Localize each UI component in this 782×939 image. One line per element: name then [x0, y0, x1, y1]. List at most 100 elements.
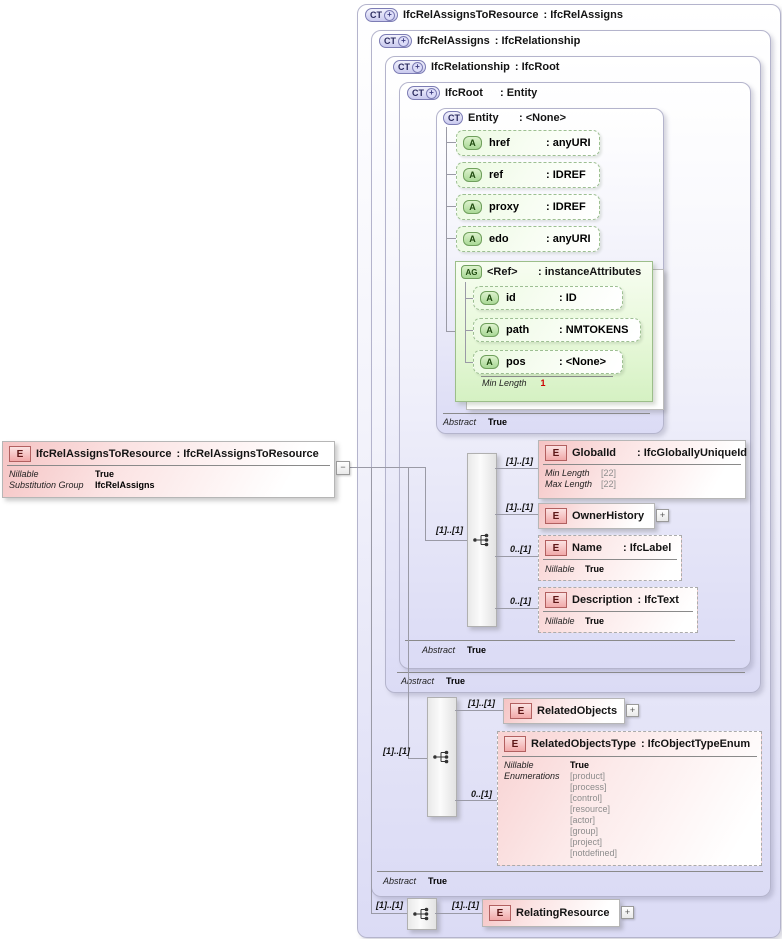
footer-separator — [443, 413, 650, 414]
complextype-badge-label: CT — [412, 88, 424, 98]
element-name: IfcRelAssignsToResource — [36, 448, 172, 460]
connector-line — [371, 913, 407, 914]
header-ifcrelassignstoresource: CT+ IfcRelAssignsToResource : IfcRelAssi… — [365, 7, 623, 23]
connector-line — [446, 238, 456, 239]
facet-min-length: Min Length 1 — [482, 378, 546, 388]
complextype-badge[interactable]: CT+ — [393, 60, 426, 74]
facet-row: [project] — [504, 837, 617, 848]
connector-line — [348, 467, 426, 468]
facet-row: [notdefined] — [504, 848, 617, 859]
group-name: <Ref> — [487, 266, 518, 278]
element-header: E Description : IfcText — [545, 592, 679, 608]
attribute-badge: A — [463, 168, 482, 182]
attribute-badge: A — [480, 291, 499, 305]
expand-button[interactable]: + — [621, 906, 634, 919]
connector-line — [435, 913, 482, 914]
complextype-badge[interactable]: CT — [443, 111, 463, 125]
element-name: Description — [572, 594, 633, 606]
connector-line — [495, 468, 538, 469]
element-type: : IfcText — [637, 594, 679, 606]
complextype-badge[interactable]: CT+ — [407, 86, 440, 100]
facet-value: [22] — [601, 468, 617, 478]
cardinality-label: 0..[1] — [510, 544, 532, 554]
facet-row: [group] — [504, 826, 617, 837]
connector-line — [446, 206, 456, 207]
element-badge: E — [504, 736, 526, 752]
attribute-ref: A ref : IDREF — [456, 162, 600, 188]
element-relatedobjects[interactable]: E RelatedObjects — [503, 698, 625, 724]
element-ownerhistory[interactable]: E OwnerHistory — [538, 503, 655, 529]
sequence-indicator[interactable] — [467, 453, 497, 627]
element-ifcrelassignstoresource[interactable]: E IfcRelAssignsToResource : IfcRelAssign… — [2, 441, 335, 498]
enum-value: [actor] — [570, 815, 596, 825]
sequence-indicator[interactable] — [427, 697, 457, 817]
connector-line — [371, 467, 372, 913]
header-separator — [543, 611, 693, 612]
connector-line — [465, 282, 466, 362]
cardinality-label: [1]..[1] — [376, 900, 403, 910]
expand-plus-icon[interactable]: + — [412, 61, 423, 73]
attribute-type: : anyURI — [546, 137, 591, 149]
facet-row: [resource] — [504, 804, 617, 815]
complextype-badge[interactable]: CT+ — [365, 8, 398, 22]
element-name: RelatingResource — [516, 907, 610, 919]
attribute-name: proxy — [489, 201, 519, 213]
attribute-type: : ID — [559, 292, 577, 304]
attribute-id: A id : ID — [473, 286, 623, 310]
facet-value: IfcRelAssigns — [95, 480, 155, 490]
connector-line — [465, 330, 473, 331]
complextype-badge-label: CT — [448, 113, 460, 123]
facet-value: True — [570, 760, 590, 770]
expand-plus-icon[interactable]: + — [398, 35, 409, 47]
attribute-name: ref — [489, 169, 504, 181]
element-header: E RelatedObjectsType : IfcObjectTypeEnum — [504, 736, 750, 752]
enum-value: [product] — [570, 771, 606, 781]
ifcrelationship-abstract-row: Abstract True — [401, 676, 465, 686]
type-name: Entity — [468, 112, 499, 124]
sequence-icon — [413, 907, 429, 921]
ifcrelassigns-abstract-row: Abstract True — [383, 876, 447, 886]
element-description[interactable]: E Description : IfcText Nillable True — [538, 587, 698, 633]
element-globalid[interactable]: E GlobalId : IfcGloballyUniqueId Min Len… — [538, 440, 747, 499]
abstract-label: Abstract — [401, 676, 435, 686]
attribute-badge: A — [463, 232, 482, 246]
expand-plus-icon[interactable]: + — [426, 87, 437, 99]
expand-button[interactable]: + — [656, 509, 669, 522]
facet-label: Nillable — [545, 616, 575, 626]
facet-value: True — [585, 616, 605, 626]
base-type: : IfcRoot — [514, 61, 560, 73]
element-relatedobjectstype[interactable]: E RelatedObjectsType : IfcObjectTypeEnum… — [497, 731, 762, 866]
attribute-type: : IDREF — [546, 169, 586, 181]
facet-row: Max Length[22] — [545, 479, 616, 490]
facet-label: Max Length — [545, 479, 593, 489]
attribute-name: id — [506, 292, 516, 304]
connector-line — [495, 556, 538, 557]
attribute-href: A href : anyURI — [456, 130, 600, 156]
attribute-badge: A — [480, 323, 499, 337]
facet-label: Min Length — [482, 378, 527, 388]
expand-button[interactable]: + — [626, 704, 639, 717]
cardinality-label: [1]..[1] — [468, 698, 495, 708]
sequence-indicator[interactable] — [407, 898, 437, 930]
collapse-button[interactable]: − — [336, 461, 350, 475]
connector-line — [408, 758, 427, 759]
cardinality-label: [1]..[1] — [383, 746, 410, 756]
abstract-label: Abstract — [443, 417, 477, 427]
complextype-badge[interactable]: CT+ — [379, 34, 412, 48]
connector-line — [455, 800, 497, 801]
cardinality-label: [1]..[1] — [436, 525, 463, 535]
ifcroot-abstract-row: Abstract True — [422, 645, 486, 655]
expand-plus-icon[interactable]: + — [384, 9, 395, 21]
element-type: : IfcObjectTypeEnum — [640, 738, 751, 750]
facet-rows: Nillable True — [545, 616, 604, 627]
abstract-value: True — [446, 676, 466, 686]
element-relatingresource[interactable]: E RelatingResource — [482, 899, 620, 927]
facet-row: [process] — [504, 782, 617, 793]
sequence-icon — [473, 533, 489, 547]
attribute-group-badge: AG — [461, 265, 482, 279]
